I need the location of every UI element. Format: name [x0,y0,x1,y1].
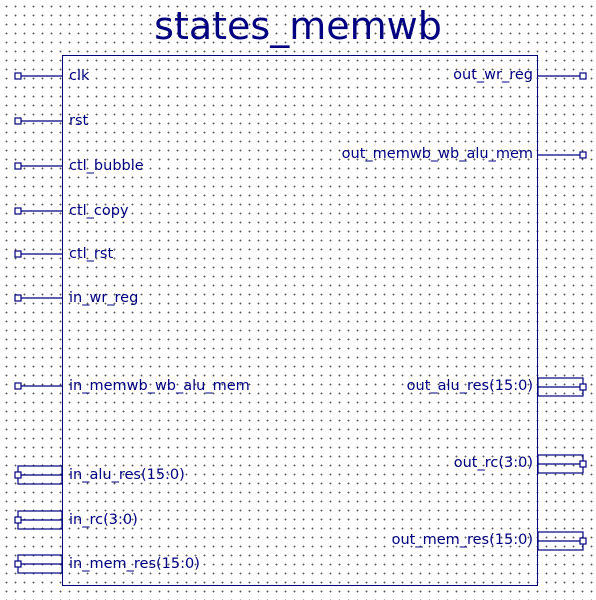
output-terminal [579,151,587,159]
output-terminal [579,383,587,391]
input-port-label: clk [69,68,90,84]
input-port-label: ctl_bubble [69,158,144,174]
input-port-label: in_memwb_wb_alu_mem [69,378,250,394]
input-terminal [14,516,22,524]
input-port-label: in_wr_reg [69,290,139,306]
input-terminal [14,117,22,125]
output-port-label: out_wr_reg [453,67,533,83]
input-terminal [14,294,22,302]
input-port-label: ctl_rst [69,246,114,262]
input-terminal [14,471,22,479]
output-terminal [579,460,587,468]
output-port-label: out_memwb_wb_alu_mem [341,146,533,162]
input-port-label: in_rc(3:0) [69,512,138,528]
output-port-label: out_alu_res(15:0) [406,378,533,394]
module-block[interactable] [62,55,538,586]
output-terminal [579,537,587,545]
output-port-label: out_rc(3:0) [453,455,533,471]
input-terminal [14,382,22,390]
input-terminal [14,207,22,215]
output-port-label: out_mem_res(15:0) [391,532,533,548]
module-title: states_memwb [154,4,442,48]
input-port-label: in_alu_res(15:0) [69,467,185,483]
input-terminal [14,560,22,568]
input-terminal [14,162,22,170]
input-terminal [14,250,22,258]
output-terminal [579,72,587,80]
input-port-label: in_mem_res(15:0) [69,556,200,572]
input-port-label: ctl_copy [69,203,129,219]
input-port-label: rst [69,113,89,129]
input-terminal [14,72,22,80]
